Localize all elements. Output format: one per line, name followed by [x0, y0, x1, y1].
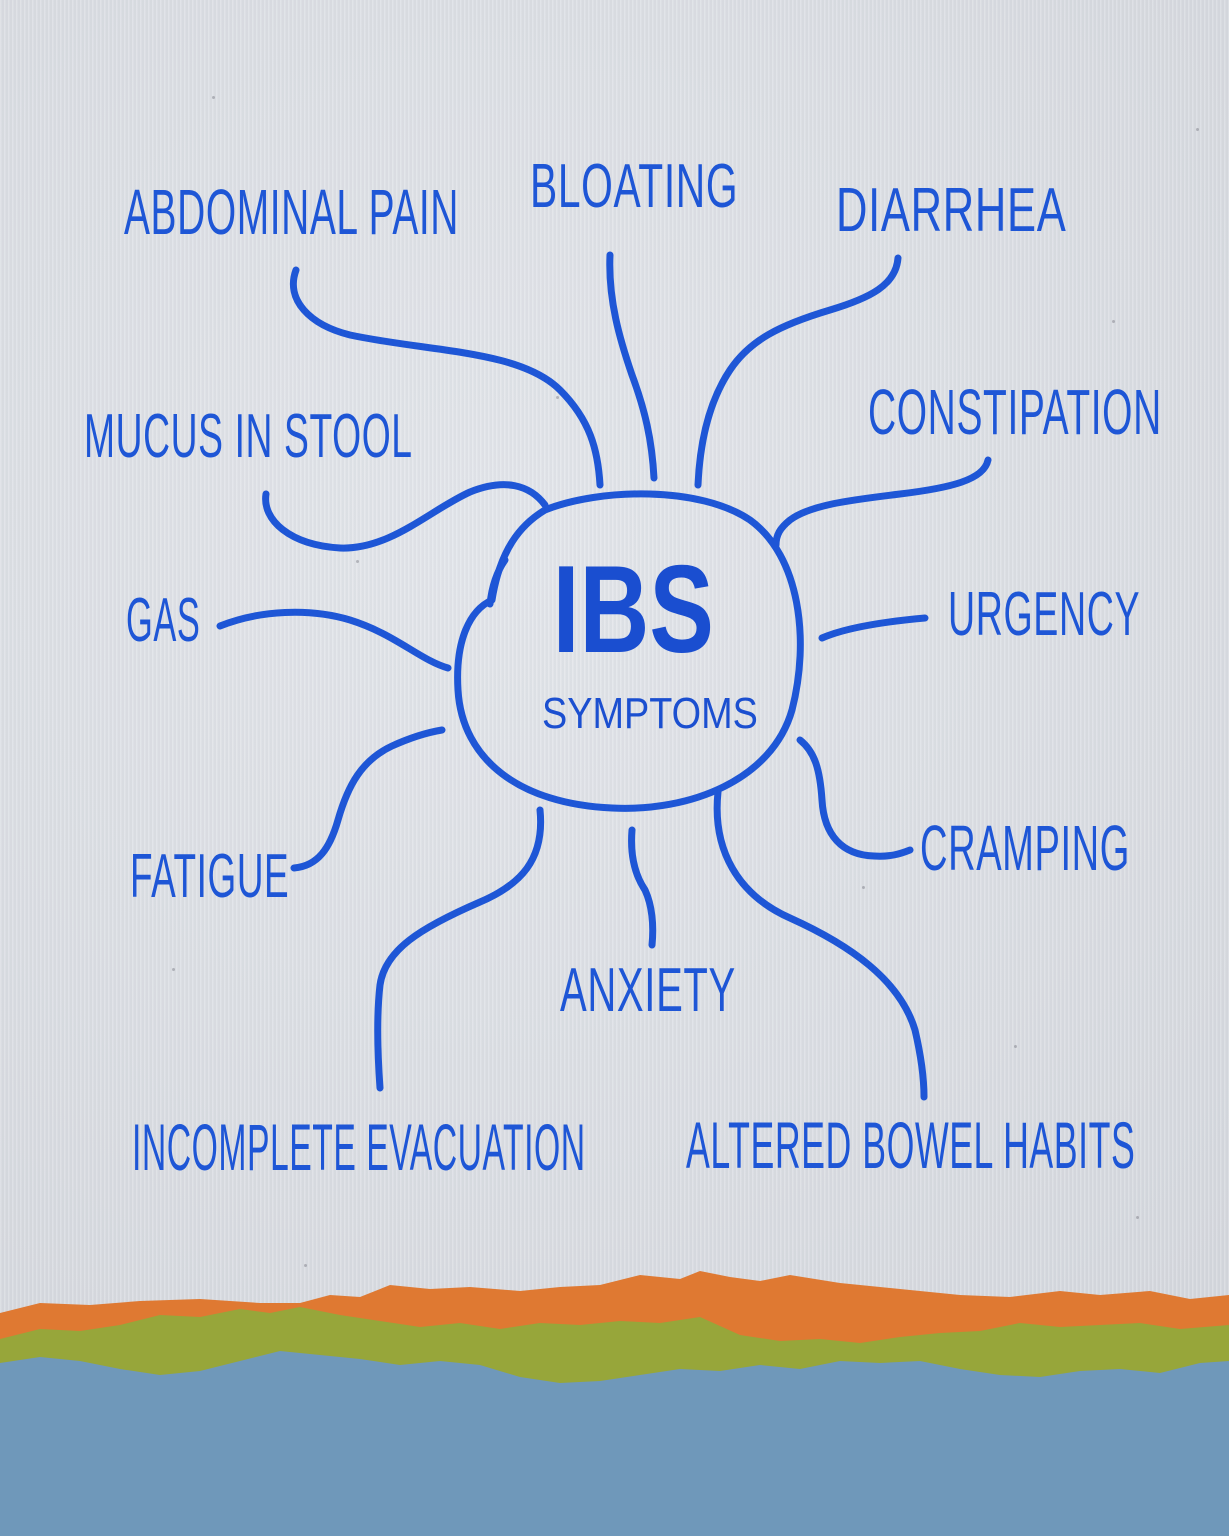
label-fatigue: FATIGUE [130, 842, 290, 911]
label-abdominal-pain: ABDOMINAL PAIN [124, 176, 460, 248]
center-circle-overlap [486, 556, 509, 608]
connector-abdominal-pain [289, 266, 604, 489]
label-incomplete-evacuation: INCOMPLETE EVACUATION [132, 1110, 586, 1184]
label-altered-bowel-habits: ALTERED BOWEL HABITS [686, 1108, 1136, 1182]
connector-cramping [796, 736, 914, 860]
torn-paper-layers [0, 1271, 1229, 1536]
blue-paper-strip [0, 1351, 1229, 1536]
paper-speck [356, 560, 359, 563]
paper-speck [1136, 1216, 1139, 1219]
connector-fatigue [290, 726, 446, 872]
paper-speck [212, 96, 215, 99]
label-constipation: CONSTIPATION [868, 376, 1162, 448]
paper-speck [556, 396, 559, 399]
center-title: IBS [552, 541, 714, 679]
label-bloating: BLOATING [530, 152, 739, 221]
connector-incomplete [374, 806, 545, 1092]
paper-speck [1196, 128, 1199, 131]
connector-urgency [818, 614, 929, 642]
paper-speck [304, 1264, 307, 1267]
paper-speck [1112, 320, 1115, 323]
label-gas: GAS [126, 586, 201, 655]
connector-constipation [772, 456, 992, 549]
connector-altered [713, 788, 928, 1101]
center-subtitle: SYMPTOMS [542, 689, 758, 738]
label-urgency: URGENCY [948, 580, 1141, 649]
label-diarrhea: DIARRHEA [836, 176, 1067, 245]
paper-speck [1014, 1045, 1017, 1048]
paper-speck [862, 886, 865, 889]
center-circle [454, 490, 804, 812]
paper-speck [172, 968, 175, 971]
connector-bloating [606, 251, 658, 482]
connector-diarrhea [694, 254, 902, 489]
connector-gas [216, 608, 452, 672]
label-cramping: CRAMPING [920, 812, 1130, 884]
label-mucus-in-stool: MUCUS IN STOOL [84, 402, 413, 471]
connector-anxiety [628, 826, 657, 949]
label-anxiety: ANXIETY [560, 956, 736, 1025]
connector-mucus [262, 481, 549, 552]
